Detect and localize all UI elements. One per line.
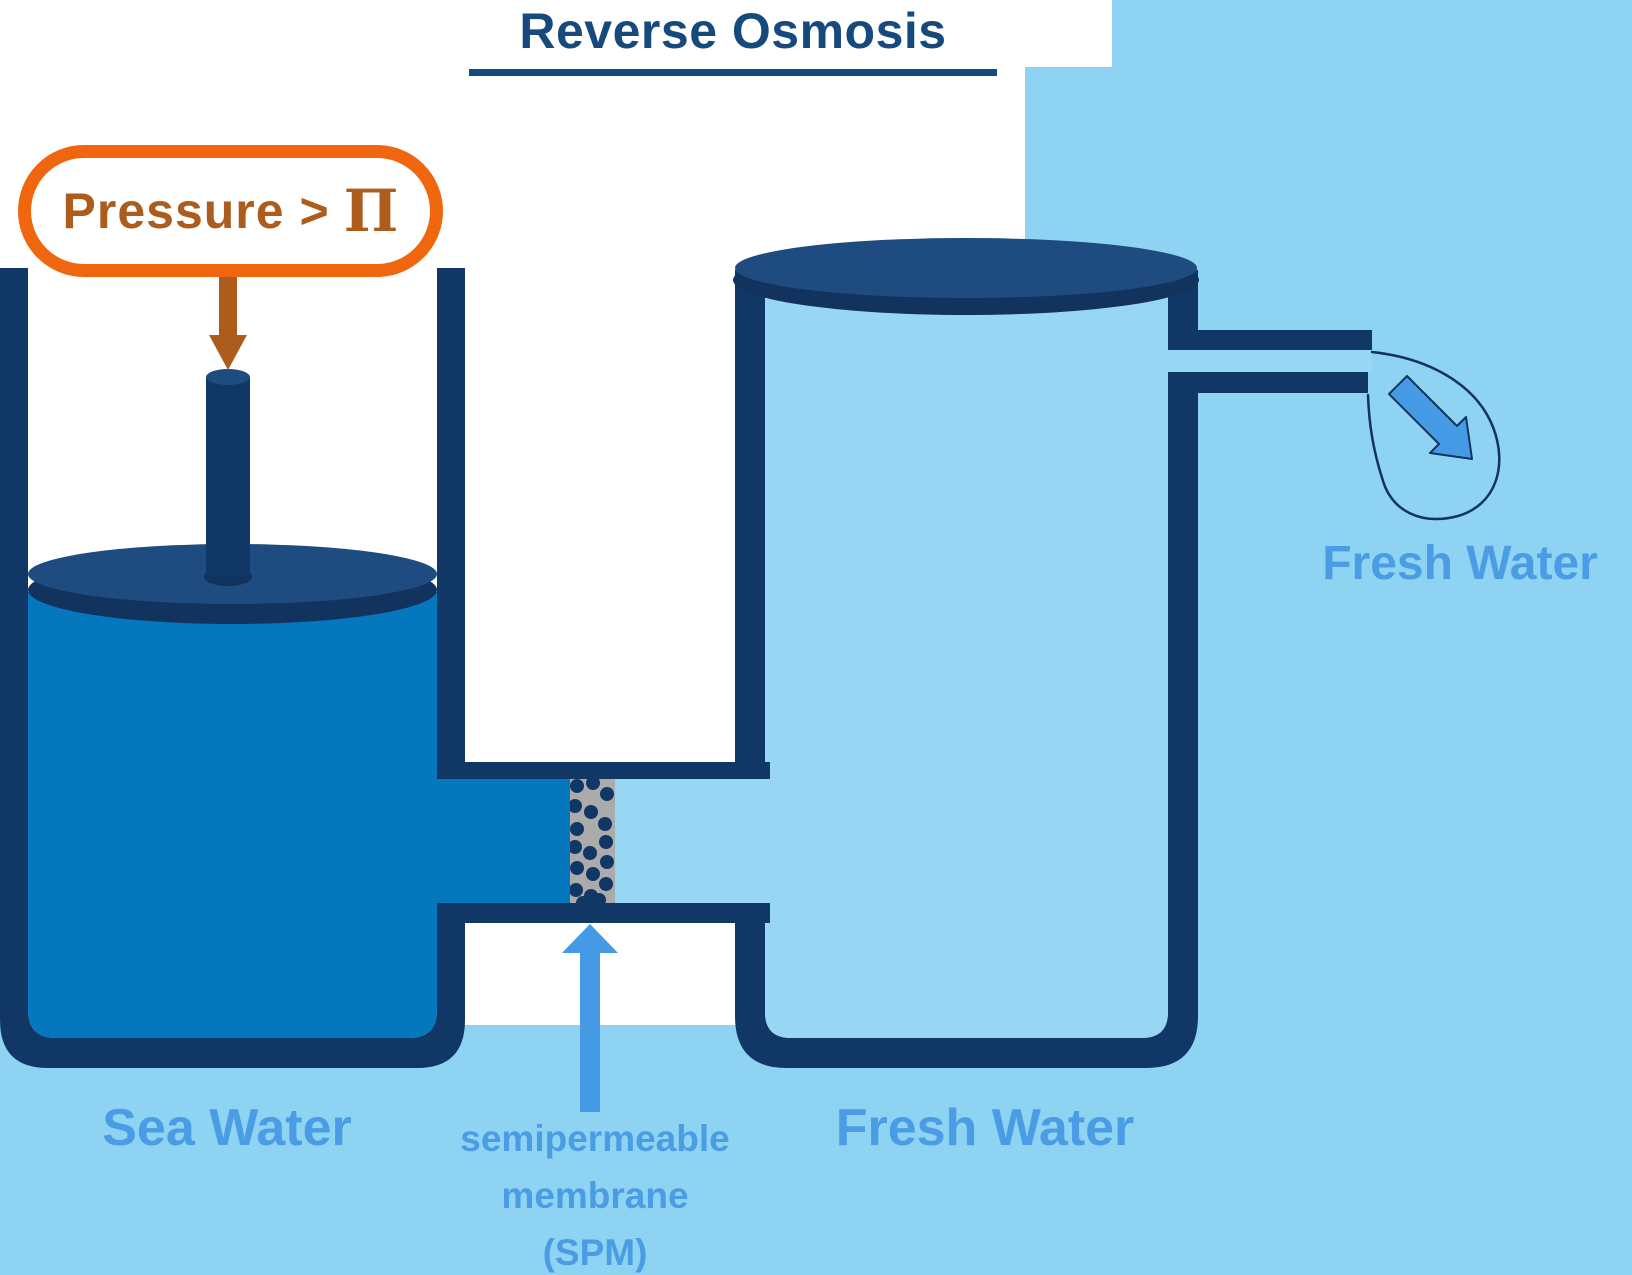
sea-water-vessel bbox=[0, 268, 465, 1068]
pressure-label: Pressure > bbox=[62, 183, 330, 239]
membrane-label-line3: (SPM) bbox=[542, 1232, 648, 1273]
sea-water-label: Sea Water bbox=[102, 1099, 352, 1157]
piston bbox=[28, 369, 437, 624]
outlet-water bbox=[1160, 350, 1372, 372]
fresh-water-tank-label: Fresh Water bbox=[835, 1099, 1135, 1157]
membrane-label: semipermeable membrane (SPM) bbox=[425, 1110, 765, 1275]
membrane-label-line2: membrane bbox=[501, 1175, 689, 1216]
fresh-water-fill bbox=[765, 280, 1168, 1038]
piston-rod bbox=[206, 377, 250, 577]
fresh-water-tank bbox=[733, 238, 1199, 1068]
connecting-channel bbox=[428, 762, 770, 923]
membrane-label-line1: semipermeable bbox=[460, 1118, 730, 1159]
fresh-water-outflow-label: Fresh Water bbox=[1322, 537, 1598, 590]
osmotic-pressure-symbol: Π bbox=[343, 177, 399, 245]
pressure-callout: Pressure > Π bbox=[18, 145, 443, 277]
membrane-arrow-icon bbox=[562, 924, 618, 1112]
page-title: Reverse Osmosis bbox=[469, 2, 997, 76]
outflow-arrow-icon bbox=[1388, 375, 1473, 460]
water-droplet-outline bbox=[1366, 350, 1501, 521]
sea-water-fill bbox=[28, 592, 437, 1038]
tank-lid-top bbox=[735, 238, 1197, 298]
pressure-arrow-icon bbox=[209, 272, 247, 370]
outlet-pipe bbox=[1160, 330, 1501, 521]
semipermeable-membrane bbox=[570, 779, 615, 903]
